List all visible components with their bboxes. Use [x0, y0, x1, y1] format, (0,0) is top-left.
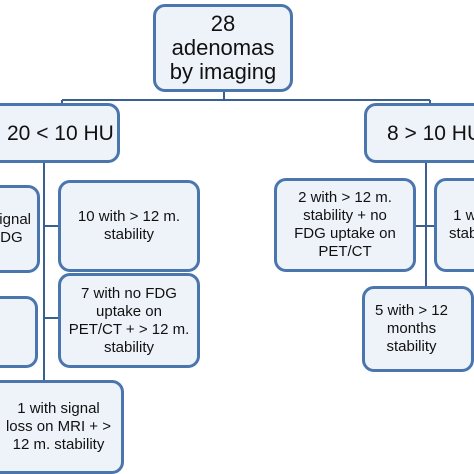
right-group-node: 8 > 10 HU — [364, 103, 474, 163]
left-node-b: 10 with > 12 m. stability — [58, 180, 200, 272]
right-node-c: 5 with > 12 months stability — [362, 286, 474, 372]
right-node-b: 1 w stabi — [434, 178, 474, 272]
left-node-side — [0, 296, 38, 368]
right-node-a: 2 with > 12 m. stability + no FDG uptake… — [274, 178, 416, 272]
left-node-a: signal DG — [0, 185, 40, 273]
left-node-c: 7 with no FDG uptake on PET/CT + > 12 m.… — [58, 273, 200, 368]
root-node: 28 adenomas by imaging — [153, 4, 293, 92]
left-group-node: 20 < 10 HU — [0, 103, 120, 163]
left-node-d: 1 with signal loss on MRI + > 12 m. stab… — [0, 380, 124, 474]
